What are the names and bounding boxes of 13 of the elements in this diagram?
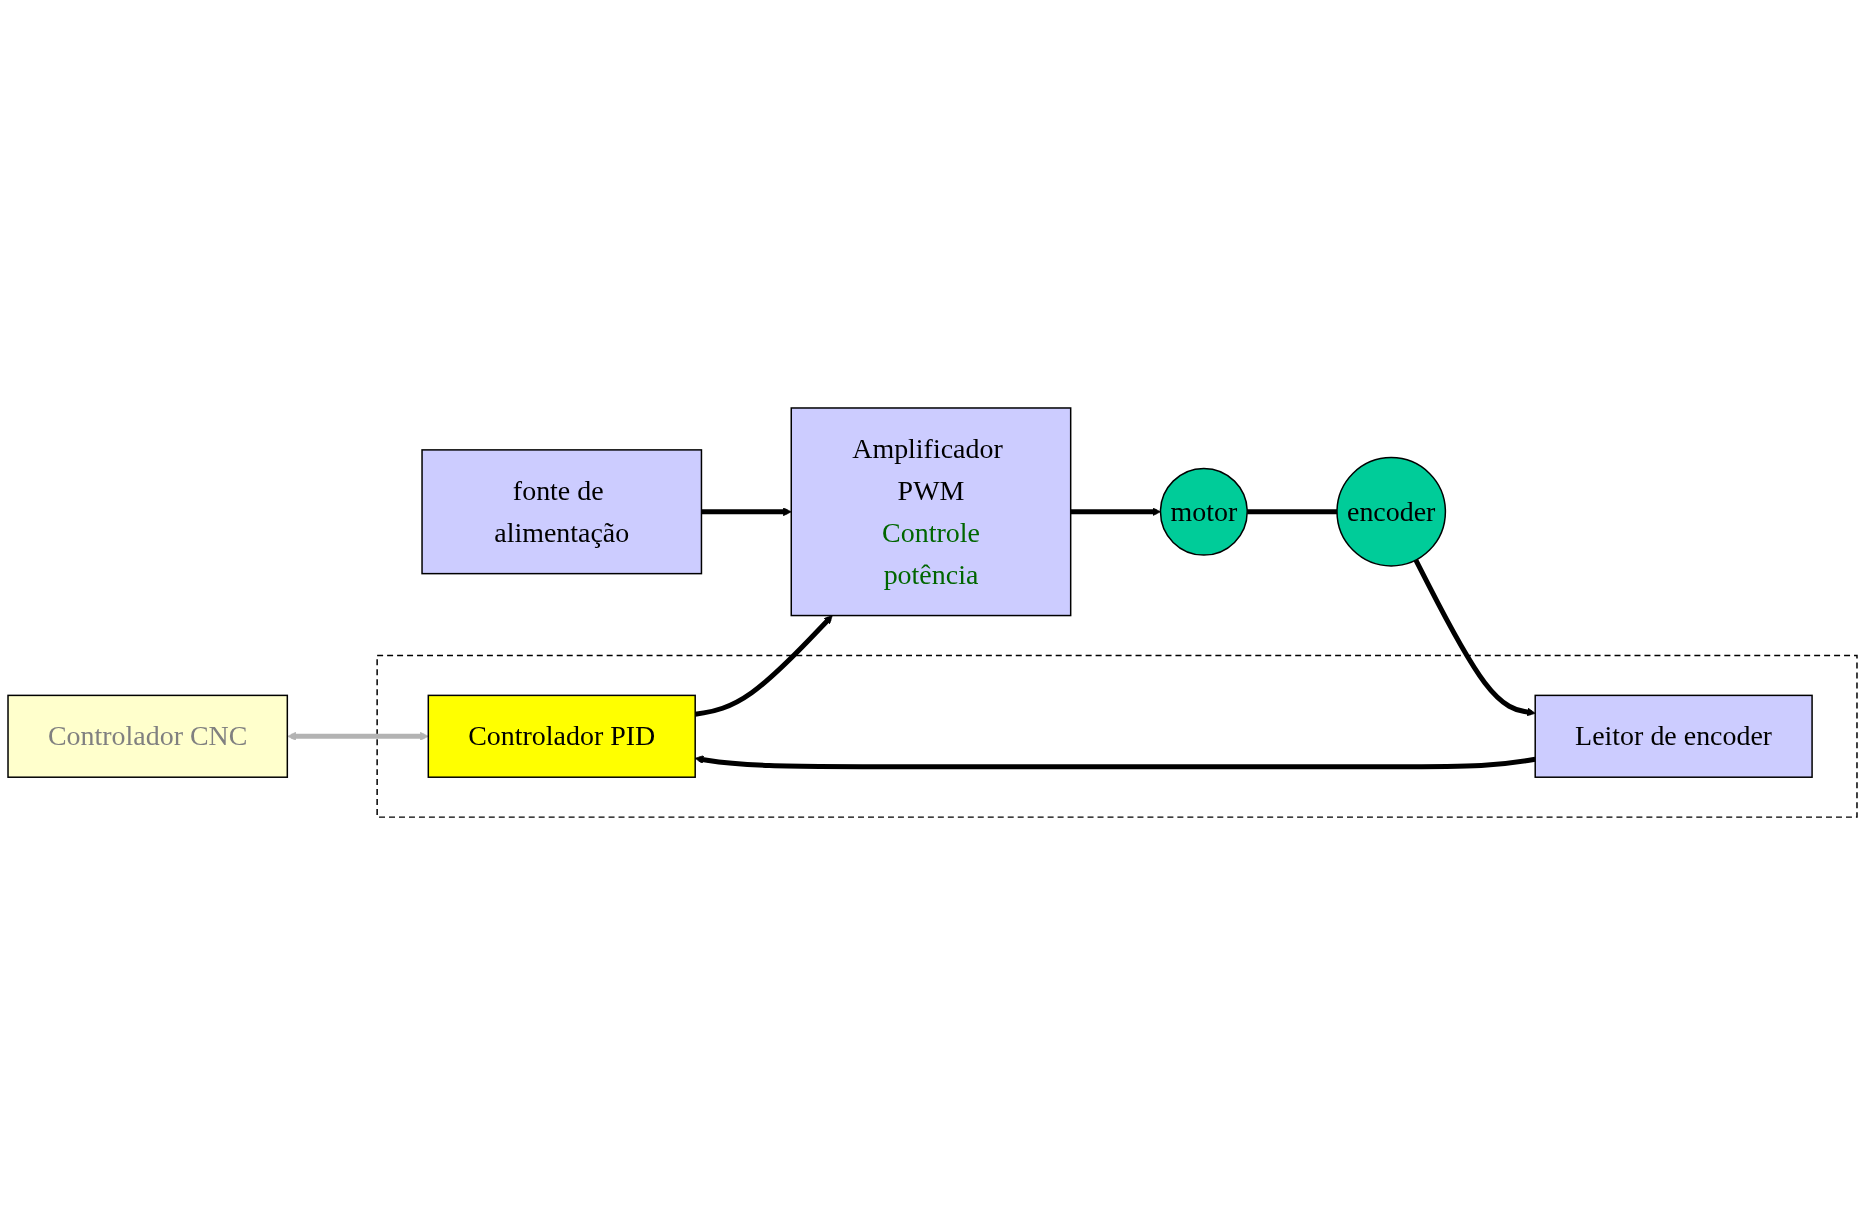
arrow: [287, 732, 429, 742]
node-box: Controlador CNC: [7, 695, 289, 779]
node-box: Controlador PID: [427, 695, 696, 779]
node-circle: encoder: [1336, 457, 1447, 568]
node-box: Amplificador PWM Controle potência: [790, 407, 1072, 617]
arrow: [1070, 507, 1161, 517]
node-circle: motor: [1159, 468, 1248, 557]
connector: [1247, 509, 1337, 515]
arrow: [701, 507, 792, 517]
node-box: Leitor de encoder: [1534, 695, 1813, 779]
cluster: [376, 655, 1858, 819]
node-box: fonte de alimentação: [421, 449, 703, 575]
arrow: [1413, 559, 1536, 717]
